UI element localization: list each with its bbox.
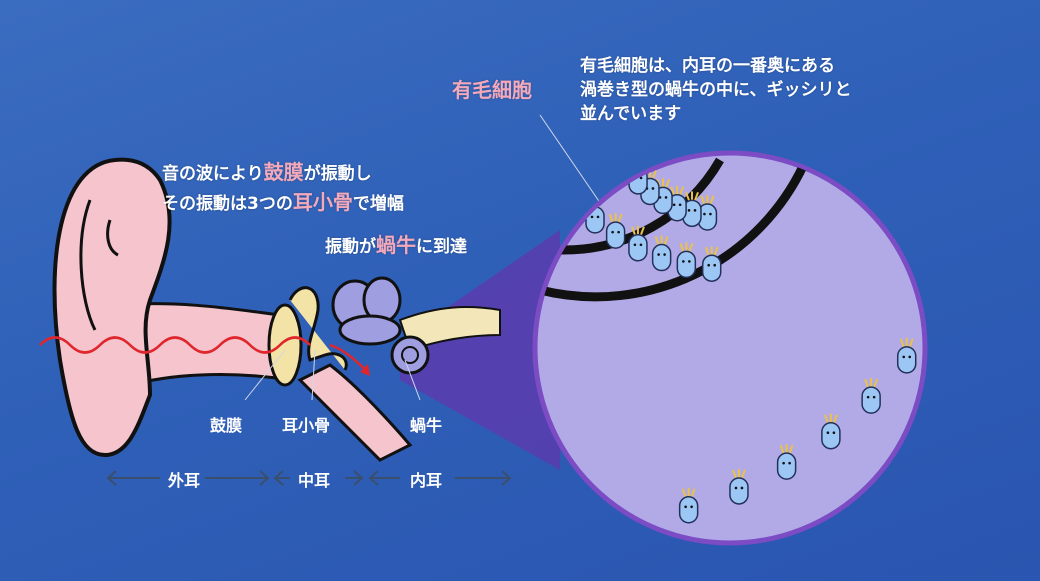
- hair-cell-icon: [701, 246, 722, 282]
- cochlea-wall-inner: [559, 157, 724, 255]
- text: で増幅: [352, 194, 404, 214]
- hair-cell-icon: [729, 468, 749, 505]
- highlight-ossicles: 耳小骨: [292, 190, 353, 214]
- text: に到達: [416, 237, 467, 257]
- label-cochlea: 蝸牛: [410, 416, 443, 435]
- callout-ossicles: その振動は3つの耳小骨で増幅: [162, 190, 404, 216]
- region-inner-ear: 内耳: [410, 471, 443, 490]
- label-eardrum: 鼓膜: [210, 416, 243, 435]
- hair-cell-icon: [821, 413, 841, 450]
- hair-cell-icon: [651, 235, 672, 272]
- text: その振動は3つの: [162, 194, 293, 214]
- label-ossicles: 耳小骨: [282, 416, 331, 435]
- hair-cell-icon: [984, 143, 1002, 178]
- hair-cell-icon: [605, 213, 626, 249]
- hair-cell-icon: [550, 160, 570, 197]
- vibration-arrowhead: [360, 364, 370, 376]
- text: 音の波により: [162, 164, 264, 184]
- callout-cochlea: 振動が蝸牛に到達: [325, 233, 467, 259]
- hair-cell-icon: [896, 337, 917, 374]
- magnifier-cone: [400, 230, 560, 470]
- eardrum-shape: [267, 303, 303, 387]
- hair-cell-pointer: [539, 114, 606, 211]
- hair-cell-icon: [861, 378, 881, 414]
- region-outer-ear: 外耳: [168, 471, 201, 490]
- text: が振動し: [303, 164, 372, 184]
- cochlea-shape: [390, 335, 430, 375]
- hair-cell-icon: [953, 246, 971, 281]
- hair-cell-desc-3: 並んでいます: [580, 104, 682, 124]
- region-arrows: [106, 470, 512, 486]
- hair-cell-icon: [608, 155, 629, 170]
- auditory-nerve: [398, 306, 501, 352]
- region-middle-ear: 中耳: [298, 471, 331, 490]
- cochlea-spiral: [401, 346, 419, 364]
- hair-cell-icon: [628, 225, 648, 262]
- highlight-eardrum: 鼓膜: [263, 160, 304, 184]
- eardrum-pointer: [244, 349, 286, 401]
- hair-cell-icon: [972, 196, 990, 231]
- hair-cell-desc-1: 有毛細胞は、内耳の一番奥にある: [580, 56, 835, 76]
- text: 振動が: [325, 237, 376, 257]
- callout-eardrum: 音の波により鼓膜が振動し: [162, 160, 372, 186]
- sound-wave: [39, 336, 311, 354]
- hair-cell-desc-2: 渦巻き型の蝸牛の中に、ギッシリと: [580, 80, 852, 100]
- ossicles-pointer: [311, 349, 316, 401]
- auricle-inner-fold: [106, 219, 119, 257]
- semicircular-canals: [331, 276, 402, 346]
- hair-cell-label: 有毛細胞: [452, 78, 532, 102]
- cochlea-wall-outer: [538, 155, 815, 302]
- hair-cell-icon: [676, 242, 697, 279]
- eustachian-tube: [297, 363, 413, 462]
- hair-cell-icon: [526, 116, 544, 151]
- ossicles-shape: [288, 286, 348, 371]
- hair-cell-icon: [566, 180, 587, 216]
- hair-cell-icon: [678, 487, 699, 524]
- cochlea-pointer: [404, 359, 421, 401]
- highlight-cochlea: 蝸牛: [376, 233, 416, 257]
- hair-cell-icon: [537, 155, 557, 175]
- hair-cell-icon: [928, 294, 946, 329]
- auricle-fold: [79, 199, 97, 331]
- hair-cell-icon: [776, 444, 797, 480]
